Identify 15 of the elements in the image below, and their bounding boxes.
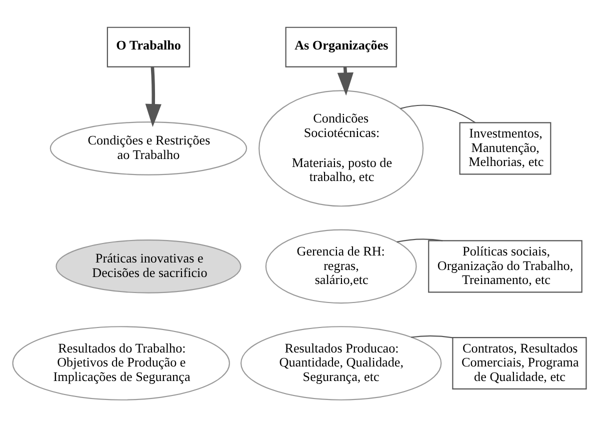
node-box: As Organizações	[285, 26, 397, 67]
node-ellipse: Resultados do Trabalho: Objetivos de Produção e Implicações de Segurança	[12, 326, 230, 400]
arrow	[145, 66, 162, 126]
node-ellipse: Práticas inovativas e Decisões de sacrificio	[56, 239, 242, 293]
connector	[396, 238, 443, 242]
node-box: Investmentos, Manutenção, Melhorias, etc	[459, 122, 552, 174]
connector	[400, 104, 476, 123]
node-ellipse: Gerencia de RH: regras, salário,etc	[265, 228, 417, 304]
node-box: Contratos, Resultados Comerciais, Programa de Qualidade, etc	[452, 336, 587, 390]
node-ellipse: Condicões Sociotécnicas: Materiais, posto de trabalho, etc	[258, 90, 424, 206]
node-ellipse: Resultados Producao: Quantidade, Qualidade, Segurança, etc	[240, 326, 442, 400]
node-ellipse: Condições e Restrições ao Trabalho	[50, 121, 248, 175]
node-box: Políticas sociais, Organização do Trabalho, Treinamento, etc	[428, 240, 582, 292]
node-box: O Trabalho	[106, 26, 190, 67]
connector	[411, 334, 453, 338]
